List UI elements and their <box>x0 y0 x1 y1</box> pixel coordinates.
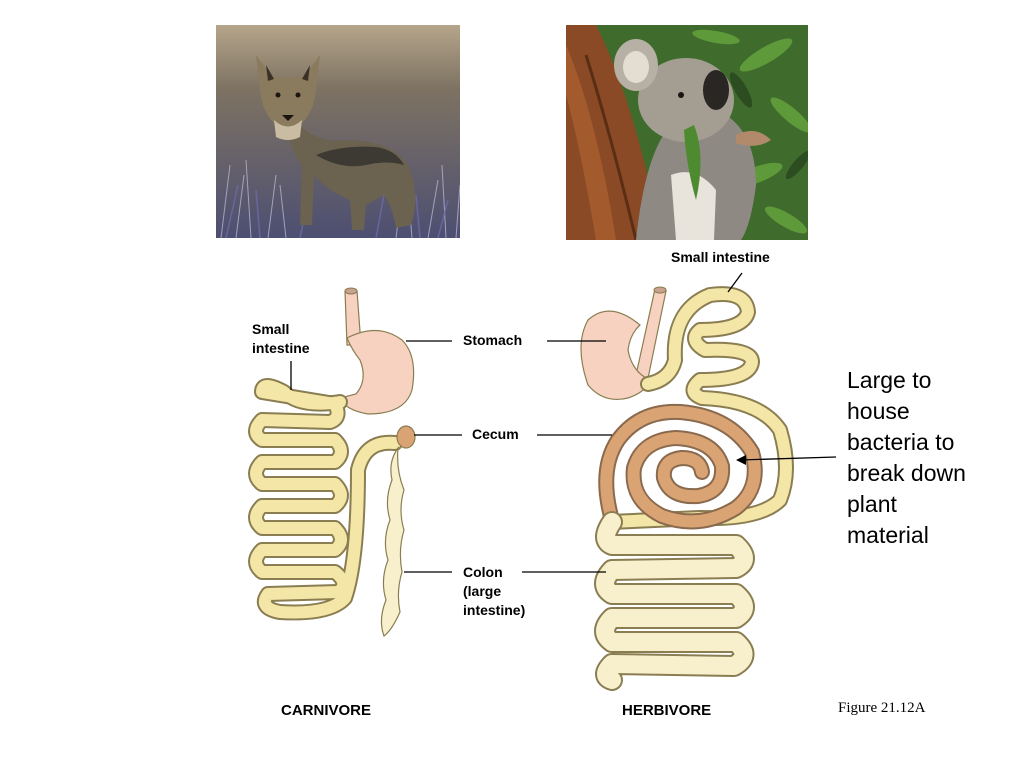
coyote-photo <box>216 25 460 238</box>
koala-photo <box>566 25 808 240</box>
label-small-intestine-herbivore: Small intestine <box>671 249 770 265</box>
carnivore-colon <box>380 445 405 637</box>
carnivore-stomach <box>339 329 415 415</box>
figure-reference: Figure 21.12A <box>838 700 926 716</box>
callout-arrowhead <box>736 455 746 465</box>
label-small-intestine-carnivore: Small intestine <box>252 321 310 356</box>
leader-small-intestine-right <box>727 272 743 293</box>
carnivore-cecum <box>396 425 416 449</box>
label-stomach: Stomach <box>463 332 523 348</box>
leader-callout <box>739 456 837 461</box>
herbivore-stomach <box>580 310 651 401</box>
label-cecum: Cecum <box>472 426 519 442</box>
caption-carnivore: CARNIVORE <box>281 702 372 719</box>
caption-herbivore: HERBIVORE <box>622 702 712 719</box>
label-colon: Colon (large intestine) <box>463 564 526 618</box>
cecum-function-callout: Large to house bacteria to break down pl… <box>847 367 966 548</box>
